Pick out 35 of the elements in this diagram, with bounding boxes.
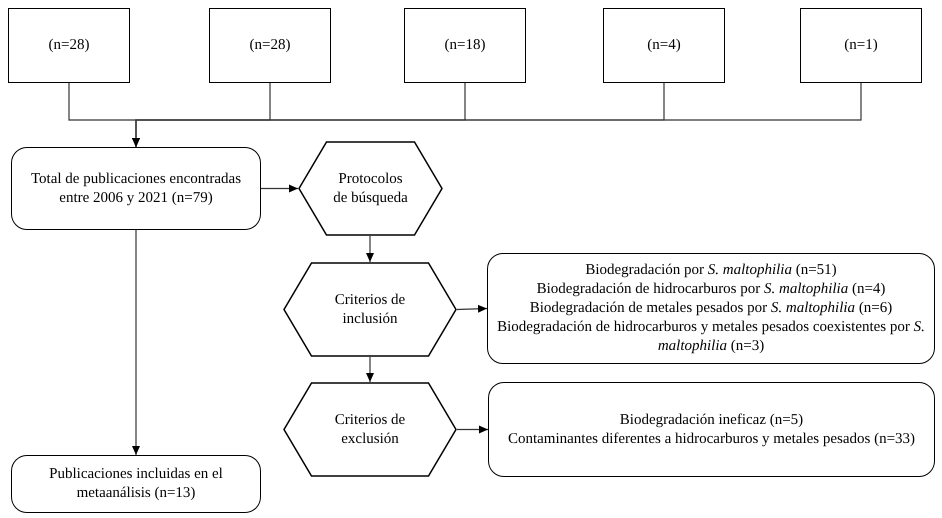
node-text: Contaminantes diferentes a hidrocarburos y metales pesados (n=33) (508, 430, 916, 448)
process-box (209, 8, 331, 83)
arrow (132, 230, 140, 455)
node-text: Biodegradación de hidrocarburos y metales pesados coexistentes por S. maltophilia (n=3) (496, 318, 926, 356)
node-text: Biodegradación por S. maltophilia (n=51) (585, 261, 837, 280)
node-text: Biodegradación de metales pesados por S. maltophilia (n=6) (530, 299, 892, 318)
process-box (800, 8, 922, 83)
hexagon-step (283, 382, 457, 477)
node-text: Protocolos de búsqueda (332, 170, 409, 208)
process-box (488, 382, 935, 477)
hexagon-step (298, 141, 443, 236)
node-text: Publicaciones incluidas en el metaanálisis (n=13) (48, 465, 224, 503)
arrow (366, 357, 374, 382)
hexagon-step (283, 262, 457, 357)
process-box (603, 8, 725, 83)
node-text: Biodegradación de hidrocarburos por S. maltophilia (n=4) (536, 280, 886, 299)
node-text: (n=18) (444, 36, 486, 55)
node-text: (n=1) (844, 36, 878, 55)
node-text: Biodegradación ineficaz (n=5) (620, 410, 804, 430)
process-box (11, 147, 261, 230)
arrow (456, 304, 488, 313)
node-text: Criterios de exclusión (334, 410, 406, 448)
process-box (404, 8, 526, 83)
node-text: Criterios de inclusión (334, 290, 406, 328)
node-text: Total de publicaciones encontradas entre 2006 y 2021 (n=79) (30, 170, 242, 208)
process-box (8, 8, 130, 83)
arrow (457, 426, 488, 434)
process-box (487, 253, 935, 364)
arrow (261, 184, 298, 192)
node-text: (n=28) (250, 36, 290, 55)
arrow (366, 236, 374, 262)
arrow (132, 83, 862, 147)
node-text: (n=4) (647, 36, 681, 55)
node-text: (n=28) (48, 36, 90, 55)
process-box (11, 455, 261, 513)
